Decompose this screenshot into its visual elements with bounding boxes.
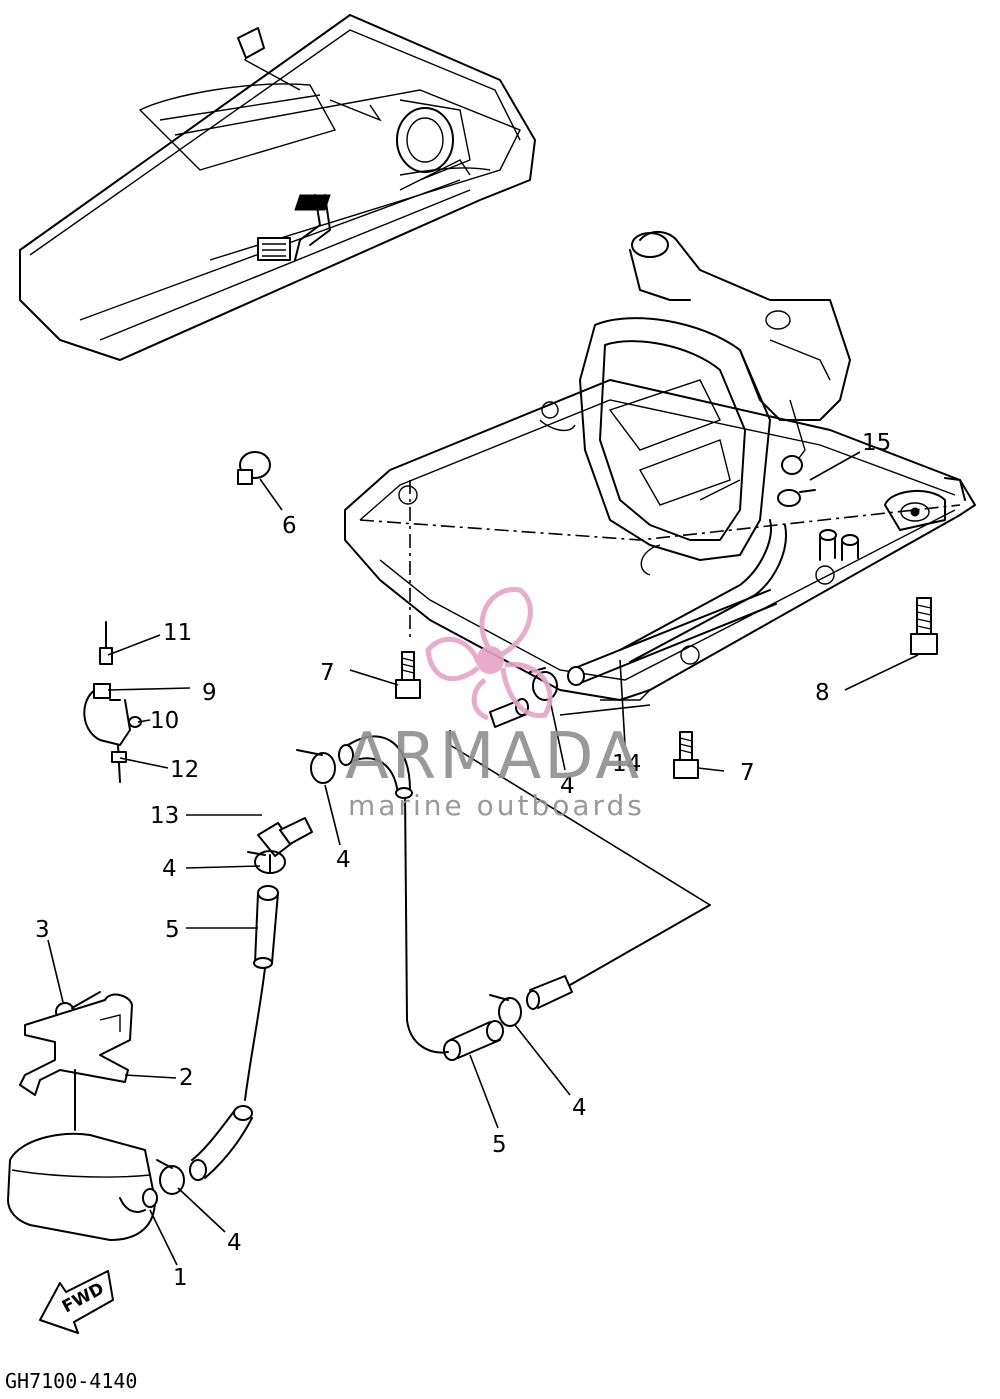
callout-3: 3 — [35, 917, 50, 943]
callout-2: 2 — [179, 1065, 194, 1091]
clamp-4-b — [296, 749, 336, 784]
watermark: ARMADA marine outboards — [345, 587, 645, 822]
bracket-2 — [19, 993, 133, 1131]
jet-pump-base — [344, 231, 976, 701]
fitting-right — [526, 904, 711, 1010]
callout-15: 15 — [862, 430, 891, 456]
callout-13: 13 — [150, 803, 179, 829]
hose-line — [189, 967, 266, 1181]
watermark-brand: ARMADA — [345, 720, 642, 794]
bolt-7-right — [673, 731, 699, 779]
clamp-4-e — [156, 1159, 185, 1195]
callout-9: 9 — [202, 680, 217, 706]
bolt-7-left — [395, 651, 421, 699]
callout-14: 14 — [612, 751, 641, 777]
pin-11 — [99, 621, 113, 665]
clamp-4-d — [489, 994, 522, 1027]
plug-6 — [237, 451, 271, 485]
callout-4-c: 4 — [162, 856, 177, 882]
callout-4-a: 4 — [560, 773, 575, 799]
callout-1: 1 — [173, 1265, 188, 1291]
elbow-13 — [257, 817, 313, 873]
hull-outline — [19, 14, 536, 361]
tank-1 — [7, 1132, 158, 1241]
tie-12 — [111, 744, 127, 783]
leader-lines — [47, 451, 919, 1266]
fwd-arrow: FWD — [39, 1270, 114, 1334]
propeller-logo-icon — [425, 587, 553, 721]
clamp-15 — [777, 489, 816, 507]
drawing-code: GH7100-4140 — [5, 1369, 137, 1393]
callout-7-b: 7 — [740, 760, 755, 786]
callout-7-a: 7 — [320, 660, 335, 686]
callout-11: 11 — [163, 620, 192, 646]
clamp-4-c — [247, 850, 286, 874]
bolt-8 — [910, 597, 938, 655]
callout-10: 10 — [150, 708, 179, 734]
callout-4-b: 4 — [336, 847, 351, 873]
callout-5-b: 5 — [492, 1132, 507, 1158]
callout-8: 8 — [815, 680, 830, 706]
hose-5-lower — [404, 789, 504, 1061]
callout-12: 12 — [170, 757, 199, 783]
clamp-9 — [83, 683, 131, 746]
watermark-tagline: marine outboards — [348, 789, 645, 822]
callout-4-d: 4 — [572, 1095, 587, 1121]
callout-4-e: 4 — [227, 1230, 242, 1256]
hose-curved-top — [338, 735, 413, 799]
callouts: 1 2 3 4 4 4 4 4 5 5 6 7 7 8 9 10 11 12 1… — [35, 430, 891, 1291]
callout-6: 6 — [282, 513, 297, 539]
callout-5-a: 5 — [165, 917, 180, 943]
hose-5-upper — [253, 885, 279, 969]
